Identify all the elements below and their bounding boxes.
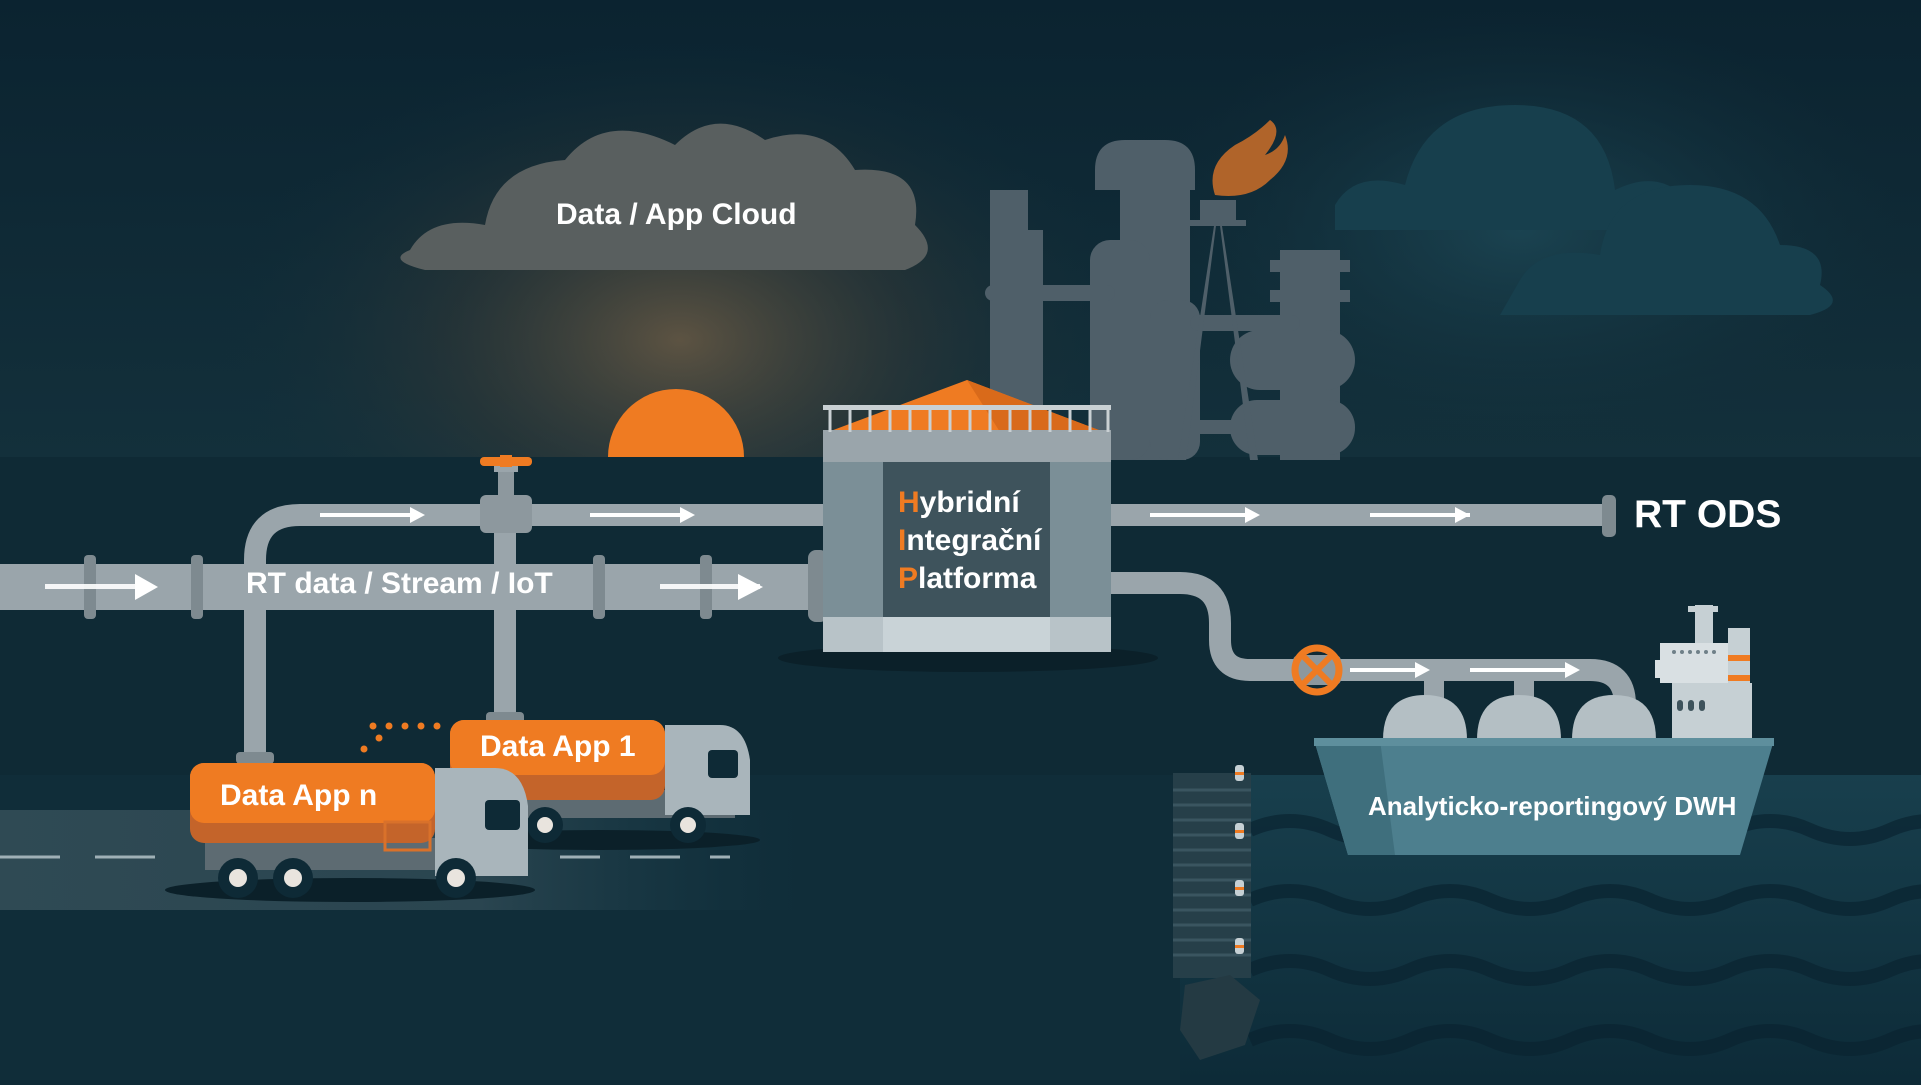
- distant-clouds: [1335, 105, 1833, 315]
- connection-dots: [360, 722, 441, 753]
- arrow-right-icon: [320, 507, 425, 523]
- platform-word-3: latforma: [918, 562, 1037, 595]
- ship-icon: [1314, 605, 1774, 855]
- arrow-right-icon: [45, 574, 158, 600]
- storage-tank-icon: [778, 380, 1158, 672]
- platform-initial-h: H: [898, 486, 920, 519]
- flare-icon: [1212, 120, 1288, 196]
- cloud-label: Data / App Cloud: [556, 198, 797, 231]
- arrow-right-icon: [660, 574, 763, 600]
- rt-ods-label: RT ODS: [1634, 493, 1782, 536]
- pier-icon: [1173, 765, 1260, 1060]
- platform-line-1: Hybridní: [898, 484, 1041, 522]
- platform-line-3: Platforma: [898, 560, 1041, 598]
- arrow-right-icon: [1370, 507, 1470, 523]
- valve-icon: [480, 455, 532, 533]
- rt-data-label: RT data / Stream / IoT: [246, 567, 553, 600]
- platform-label: Hybridní Integrační Platforma: [898, 484, 1041, 598]
- arrow-right-icon: [1470, 662, 1580, 678]
- platform-initial-p: P: [898, 562, 919, 595]
- truck-icon: [165, 763, 535, 902]
- platform-line-2: Integrační: [898, 522, 1041, 560]
- arrow-right-icon: [1150, 507, 1260, 523]
- data-app-1-label: Data App 1: [480, 730, 636, 763]
- platform-initial-i: I: [898, 524, 907, 557]
- cloud-icon: [400, 123, 928, 270]
- sun-icon: [608, 389, 744, 457]
- ship-valve-icon: [1291, 644, 1343, 696]
- arrow-right-icon: [1350, 662, 1430, 678]
- data-app-n-label: Data App n: [220, 779, 378, 812]
- platform-word-2: ntegrační: [906, 524, 1042, 557]
- flow-arrows: [45, 507, 1580, 678]
- dwh-label: Analyticko-reportingový DWH: [1368, 791, 1737, 821]
- arrow-right-icon: [590, 507, 695, 523]
- platform-word-1: ybridní: [919, 486, 1020, 519]
